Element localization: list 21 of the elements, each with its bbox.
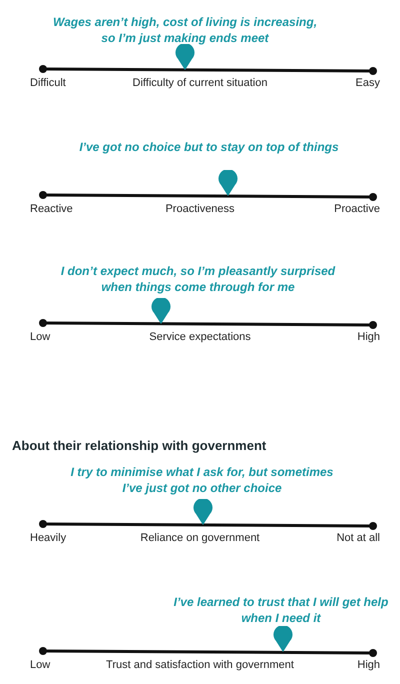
scale-end-label: Proactive — [334, 202, 380, 216]
scale-title: Proactiveness — [164, 202, 236, 216]
scale-end-label: Low — [30, 330, 50, 344]
scale-end-label: Reactive — [30, 202, 73, 216]
section-heading: About their relationship with government — [12, 437, 266, 455]
scale-end-label: Low — [30, 658, 50, 672]
scale-end-label: Difficult — [30, 76, 66, 90]
quote-text: I’ve learned to trust that I will get help when I need it — [172, 594, 390, 626]
quote-text: I’ve got no choice but to stay on top of things — [78, 139, 340, 155]
quote-text: I don’t expect much, so I’m pleasantly surprised when things come through for me — [60, 263, 336, 295]
scale-title: Trust and satisfaction with government — [105, 658, 295, 672]
scale-end-label: Easy — [356, 76, 380, 90]
scale-end-label: Not at all — [336, 531, 380, 545]
scale-end-label: High — [357, 330, 380, 344]
scale-end-label: High — [357, 658, 380, 672]
scale-title: Reliance on government — [139, 531, 261, 545]
scale-title: Difficulty of current situation — [132, 76, 268, 90]
quote-text: I try to minimise what I ask for, but sometimes I’ve just got no other choice — [70, 464, 334, 496]
scale-end-label: Heavily — [30, 531, 66, 545]
scale-title: Service expectations — [148, 330, 252, 344]
quote-text: Wages aren’t high, cost of living is increasing, so I’m just making ends meet — [52, 14, 318, 46]
